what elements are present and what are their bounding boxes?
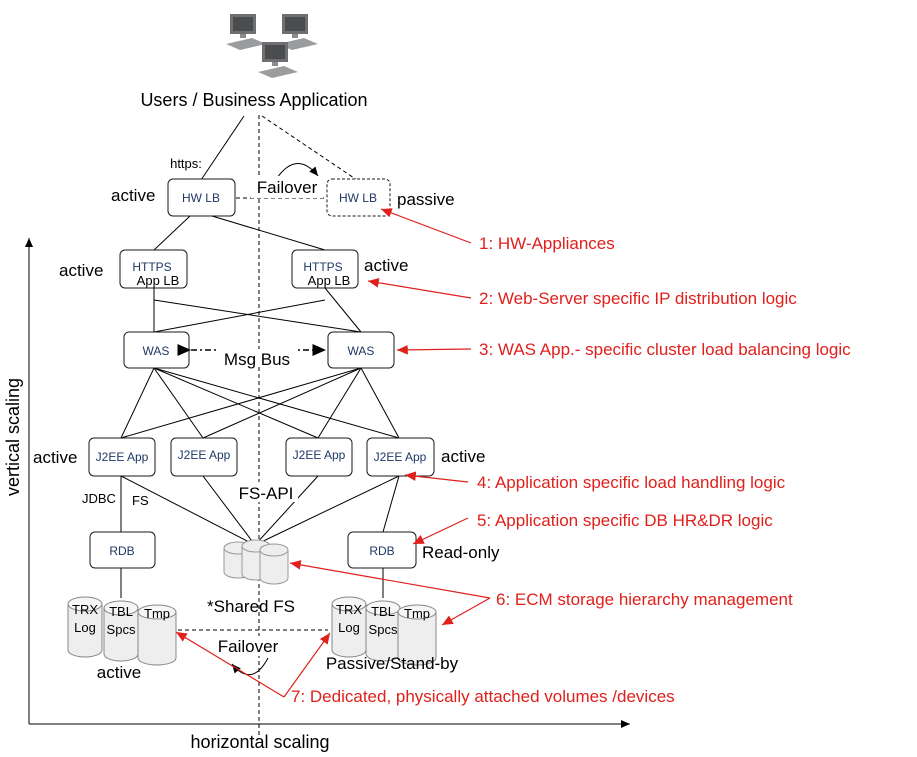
https-lb-left-status: active bbox=[59, 261, 103, 280]
jdbc-label: JDBC bbox=[82, 491, 116, 506]
annotation-2: 2: Web-Server specific IP distribution l… bbox=[479, 289, 797, 308]
active-spcs-label: Spcs bbox=[107, 622, 136, 637]
annotations: 1: HW-Appliances 2: Web-Server specific … bbox=[175, 208, 851, 706]
active-trx-label: TRX bbox=[72, 602, 98, 617]
passive-log-label: Log bbox=[338, 620, 360, 635]
j2ee-right-status: active bbox=[441, 447, 485, 466]
hw-lb-active-box bbox=[167, 178, 236, 217]
vertical-scaling-label: vertical scaling bbox=[3, 378, 23, 496]
https-lb-right-box bbox=[291, 249, 359, 289]
https-lb-left-line2: App LB bbox=[137, 273, 180, 288]
annotation-5: 5: Application specific DB HR&DR logic bbox=[477, 511, 773, 530]
https-lb-left-box bbox=[119, 249, 188, 289]
failover-arc-bottom bbox=[231, 657, 269, 675]
passive-spcs-label: Spcs bbox=[369, 622, 398, 637]
horizontal-scaling-label: horizontal scaling bbox=[190, 732, 329, 752]
computers-icon bbox=[226, 14, 318, 78]
https-lb-right-line1: HTTPS bbox=[303, 260, 342, 274]
passive-tmp-label: Tmp bbox=[404, 606, 430, 621]
was-right-box bbox=[327, 331, 395, 369]
https-lb-right-line2: App LB bbox=[308, 273, 351, 288]
passive-trx-label: TRX bbox=[336, 602, 362, 617]
hw-lb-passive-box bbox=[326, 178, 391, 217]
j2ee-box-3 bbox=[285, 437, 353, 477]
msg-bus-label: Msg Bus bbox=[224, 350, 290, 369]
active-storage-icon: TRX Log TBL Spcs Tmp bbox=[67, 596, 177, 666]
rdb-right-box bbox=[347, 531, 417, 569]
active-tbl-label: TBL bbox=[109, 604, 133, 619]
j2ee-label-2: J2EE App bbox=[178, 448, 231, 462]
users-label: Users / Business Application bbox=[140, 90, 367, 110]
fs-label: FS bbox=[132, 493, 149, 508]
hw-lb-passive-status: passive bbox=[397, 190, 455, 209]
rdb-left-label: RDB bbox=[109, 544, 134, 558]
https-lb-right-status: active bbox=[364, 256, 408, 275]
annotation-1: 1: HW-Appliances bbox=[479, 234, 615, 253]
annotation-4: 4: Application specific load handling lo… bbox=[477, 473, 786, 492]
failover-top-label: Failover bbox=[257, 178, 318, 197]
active-tmp-label: Tmp bbox=[144, 606, 170, 621]
hw-lb-active-status: active bbox=[111, 186, 155, 205]
connection-lines bbox=[120, 115, 400, 631]
active-log-label: Log bbox=[74, 620, 96, 635]
https-lb-left-line1: HTTPS bbox=[132, 260, 171, 274]
hw-lb-passive-label: HW LB bbox=[339, 191, 377, 205]
failover-bottom-label: Failover bbox=[218, 637, 279, 656]
was-left-label: WAS bbox=[143, 344, 170, 358]
annotation-7: 7: Dedicated, physically attached volume… bbox=[291, 687, 675, 706]
failover-arc-top bbox=[276, 163, 319, 179]
j2ee-box-1 bbox=[88, 437, 156, 477]
j2ee-box-4 bbox=[366, 437, 435, 477]
rdb-left-box bbox=[89, 531, 156, 569]
read-only-label: Read-only bbox=[422, 543, 500, 562]
annotation-3: 3: WAS App.- specific cluster load balan… bbox=[479, 340, 851, 359]
j2ee-label-4: J2EE App bbox=[374, 450, 427, 464]
hw-lb-active-label: HW LB bbox=[182, 191, 220, 205]
https-label: https: bbox=[170, 156, 202, 171]
was-right-label: WAS bbox=[348, 344, 375, 358]
storage-active-status: active bbox=[97, 663, 141, 682]
shared-fs-icon bbox=[223, 539, 289, 585]
shared-fs-label: *Shared FS bbox=[207, 597, 295, 616]
j2ee-label-1: J2EE App bbox=[96, 450, 149, 464]
passive-tbl-label: TBL bbox=[371, 604, 395, 619]
j2ee-left-status: active bbox=[33, 448, 77, 467]
passive-standby-label: Passive/Stand-by bbox=[326, 654, 459, 673]
annotation-6: 6: ECM storage hierarchy management bbox=[496, 590, 793, 609]
j2ee-label-3: J2EE App bbox=[293, 448, 346, 462]
rdb-right-label: RDB bbox=[369, 544, 394, 558]
j2ee-box-2 bbox=[170, 437, 238, 477]
passive-storage-icon: TRX Log TBL Spcs Tmp bbox=[331, 596, 437, 666]
fs-api-label: FS-API bbox=[239, 484, 294, 503]
